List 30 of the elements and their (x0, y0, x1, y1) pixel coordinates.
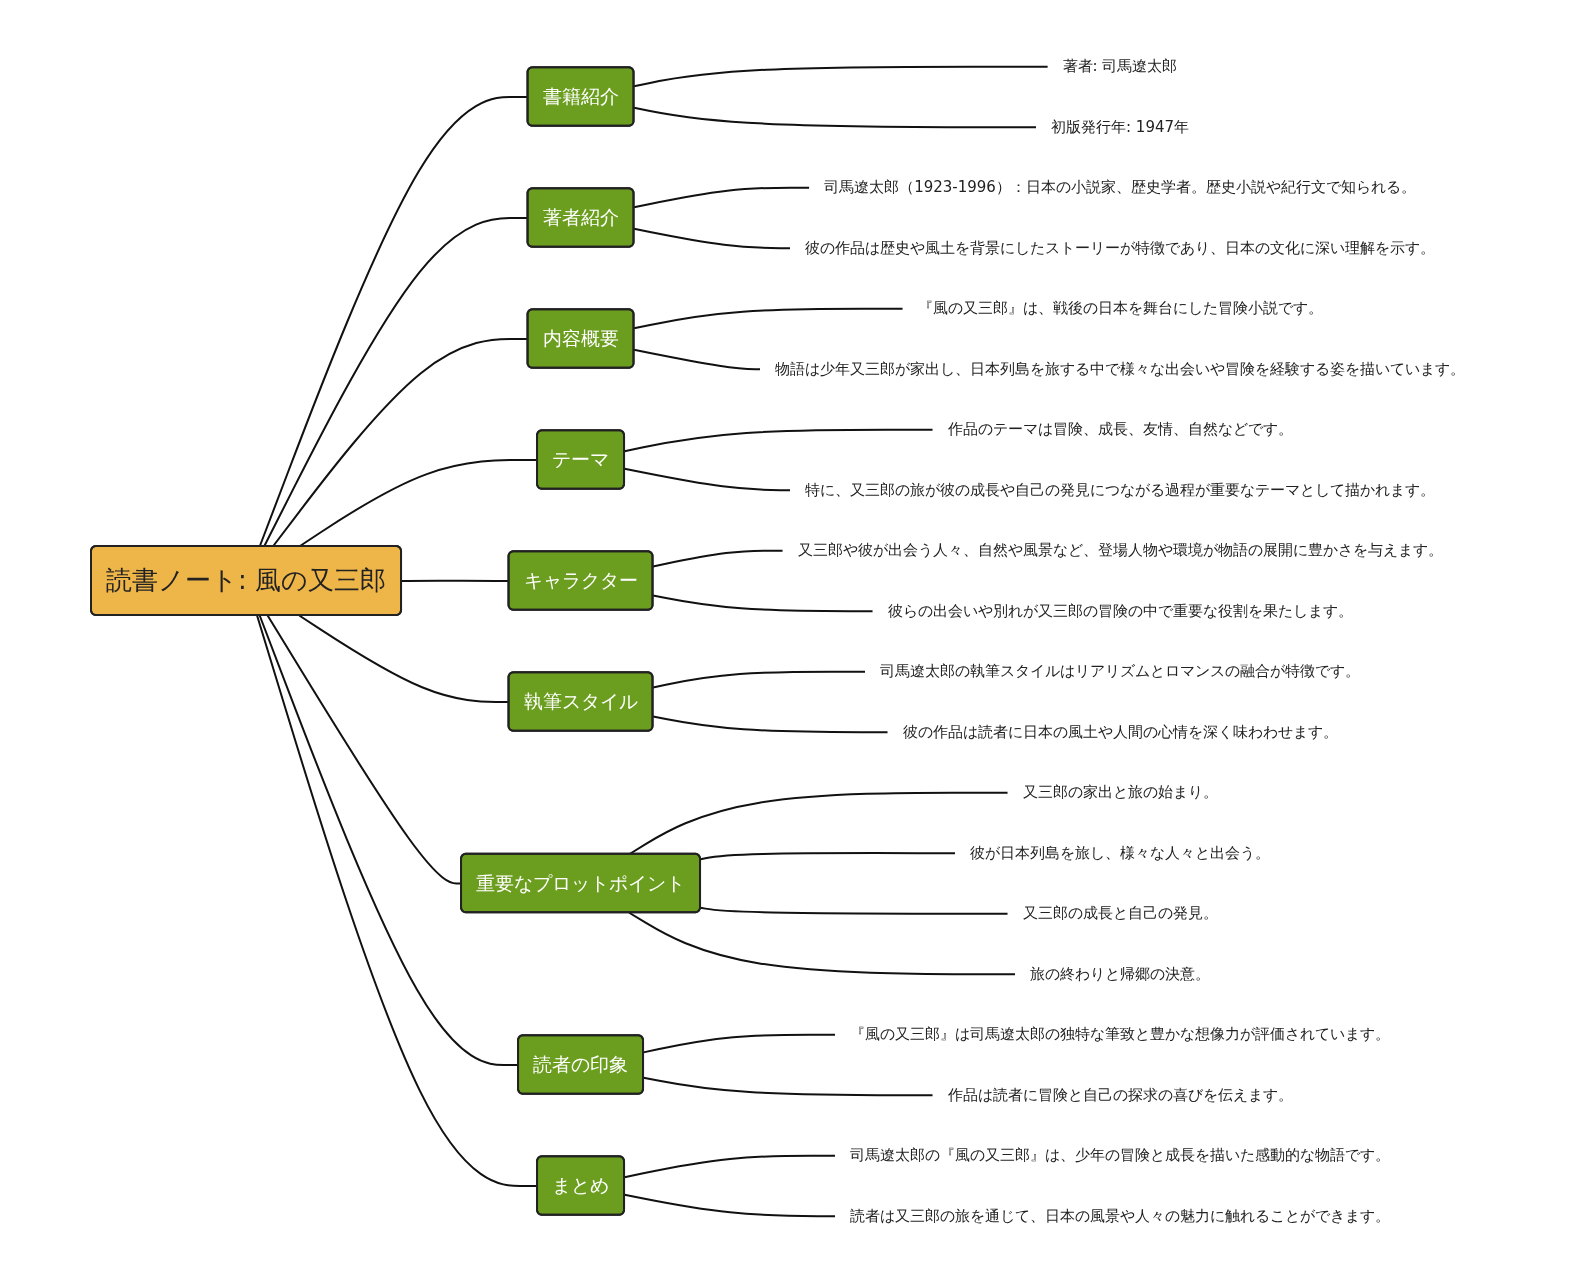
connector (624, 428, 935, 452)
node-text: 又三郎の成長と自己の発見。 (1023, 903, 1219, 922)
node-text: 彼らの出会いや別れが又三郎の冒険の中で重要な役割を果たします。 (888, 601, 1354, 619)
connector (628, 911, 1017, 975)
connector (643, 1076, 935, 1096)
node-text: 著者: 司馬遼太郎 (1063, 56, 1178, 75)
node-text: 『風の又三郎』は司馬遼太郎の独特な筆致と豊かな想像力が評価されています。 (850, 1024, 1391, 1043)
node-text: 司馬遼太郎（1923-1996）：日本の小説家、歴史学者。歴史小説や紀行文で知られる。 (824, 177, 1417, 196)
node-text: 司馬遼太郎の執筆スタイルはリアリズムとロマンスの融合が特徴です。 (880, 661, 1361, 680)
connector (624, 1154, 837, 1178)
node-text: 『風の又三郎』は、戦後の日本を舞台にした冒険小説です。 (918, 298, 1324, 317)
node-text: 作品は読者に冒険と自己の探求の喜びを伝えます。 (948, 1085, 1294, 1103)
node-text: 旅の終わりと帰郷の決意。 (1030, 964, 1211, 982)
connector (624, 1193, 837, 1217)
node-text: 作品のテーマは冒険、成長、友情、自然などです。 (948, 419, 1294, 438)
node-text: 又三郎や彼が出会う人々、自然や風景など、登場人物や環境が物語の展開に豊かさを与えます。 (798, 540, 1444, 559)
connector (624, 467, 792, 491)
node-text: 彼の作品は歴史や風土を背景にしたストーリーが特徴であり、日本の文化に深い理解を示す。 (805, 238, 1436, 256)
node-text: 物語は少年又三郎が家出し、日本列島を旅する中で様々な出会いや冒険を経験する姿を描いています。 (775, 359, 1466, 377)
connector (643, 1033, 837, 1053)
connector (700, 851, 957, 860)
node-text: 特に、又三郎の旅が彼の成長や自己の発見につながる過程が重要なテーマとして描かれます。 (805, 480, 1436, 498)
node-text: 初版発行年: 1947年 (1051, 117, 1190, 135)
node-text: 読者は又三郎の旅を通じて、日本の風景や人々の魅力に触れることができます。 (850, 1206, 1391, 1224)
connector (628, 791, 1010, 855)
node-text: 又三郎の家出と旅の始まり。 (1023, 782, 1219, 801)
node-text: 司馬遼太郎の『風の又三郎』は、少年の冒険と成長を描いた感動的な物語です。 (850, 1145, 1391, 1164)
connector (700, 906, 1010, 915)
node-text: 彼の作品は読者に日本の風土や人間の心情を深く味わわせます。 (903, 722, 1339, 740)
node-text: 彼が日本列島を旅し、様々な人々と出会う。 (970, 843, 1271, 861)
